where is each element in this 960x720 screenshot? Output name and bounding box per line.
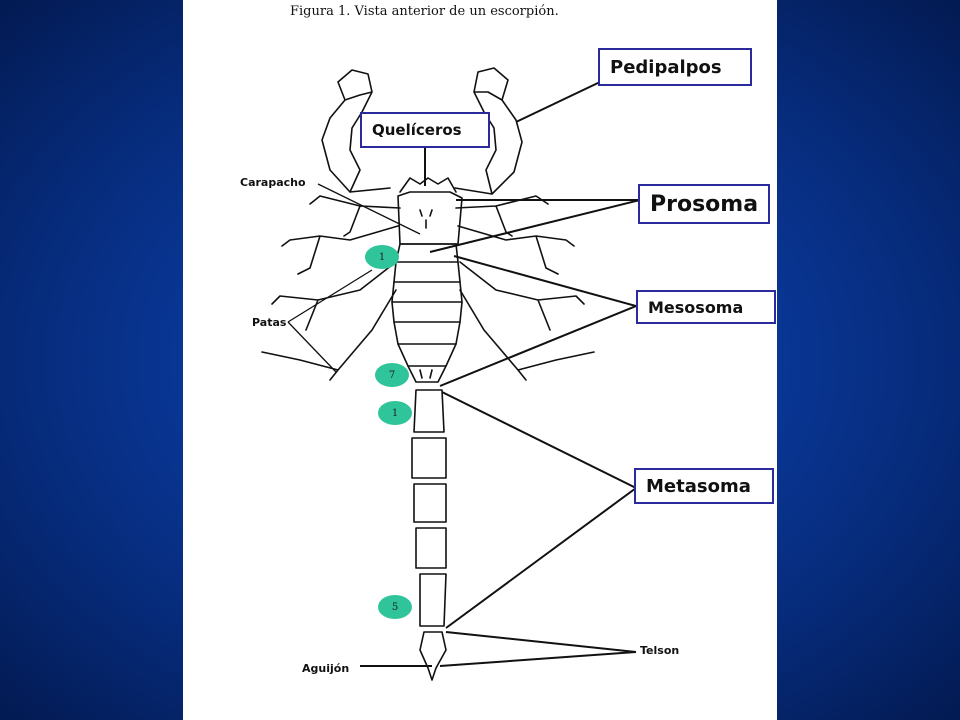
mesosoma-pointer-bottom [439,305,637,387]
label-metasoma: Metasoma [634,468,774,504]
badge-metasoma-start: 1 [378,401,412,425]
carapace [397,191,463,245]
hand-label-telson: Telson [640,644,680,657]
badge-mesosoma-start: 1 [365,245,399,269]
metasoma-pointer-bottom [445,487,637,629]
pedipalpos-pointer [515,81,601,123]
figure-caption: Figura 1. Vista anterior de un escorpión… [290,4,559,19]
hand-label-aguijon: Aguijón [302,662,350,675]
mesosoma-body [391,243,463,383]
right-pedipalp [454,67,523,195]
badge-metasoma-end: 5 [378,595,412,619]
left-legs [261,195,401,381]
label-queliceros: Quelíceros [360,112,490,148]
left-pedipalp [321,69,391,193]
metasoma-pointer-top [441,391,637,489]
carapacho-pointer [317,183,421,235]
telson-pointer-top [445,631,637,653]
badge-mesosoma-end: 7 [375,363,409,387]
telson-pointer-bottom [439,651,637,667]
label-prosoma: Prosoma [638,184,770,224]
mesosoma-pointer-top [453,255,637,307]
prosoma-pointer-bottom [429,199,641,253]
patas-pointer-lower [287,321,337,373]
metasoma-tail [411,389,447,627]
patas-pointer-upper [287,269,373,323]
hand-label-carapacho: Carapacho [240,176,306,189]
label-mesosoma: Mesosoma [636,290,776,324]
label-pedipalpos: Pedipalpos [598,48,752,86]
telson [419,631,447,681]
chelicerae [399,177,457,193]
hand-label-patas: Patas [252,316,287,329]
